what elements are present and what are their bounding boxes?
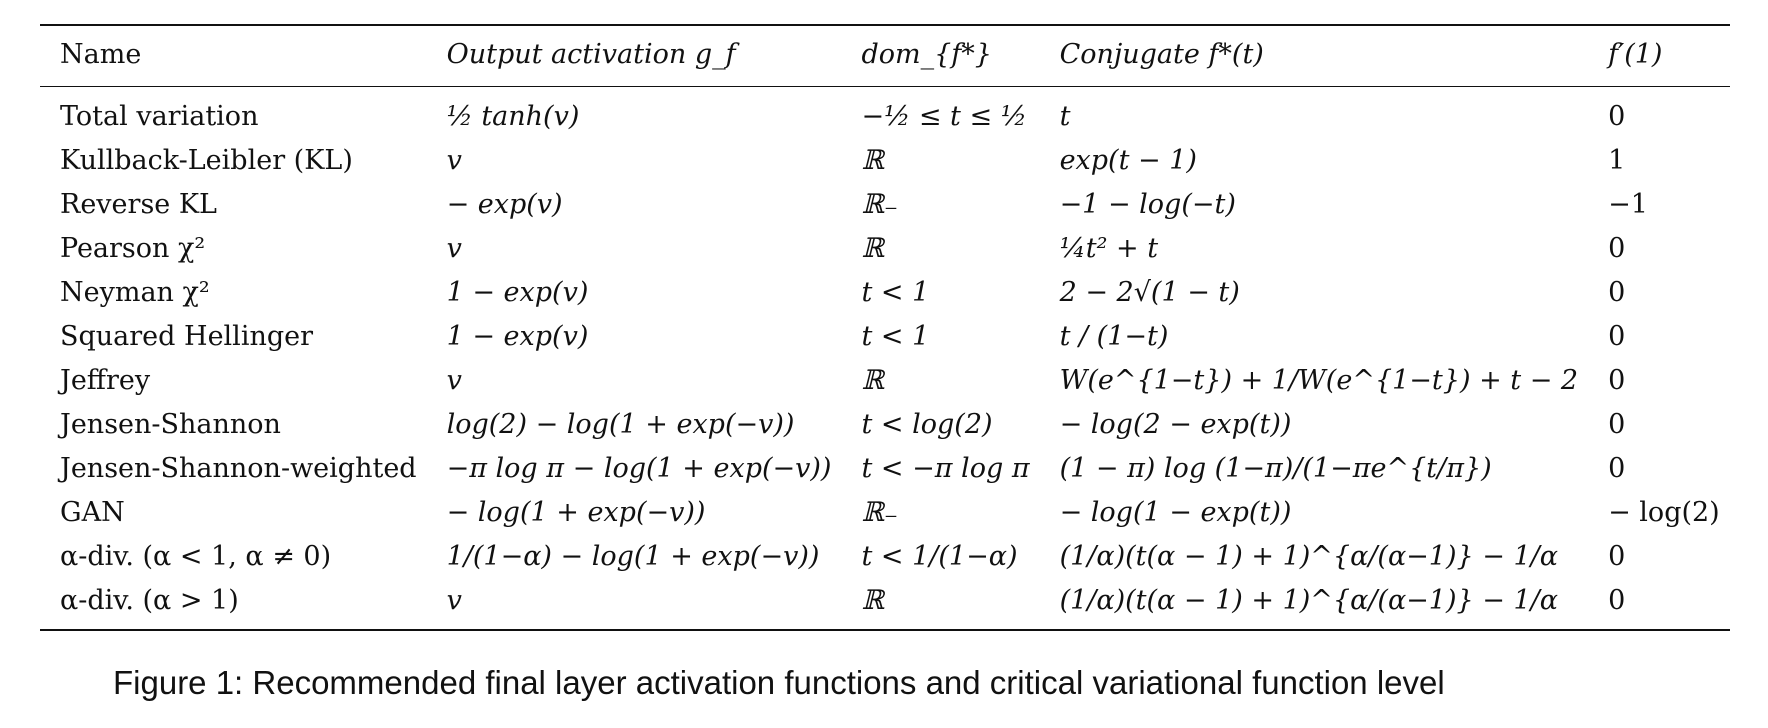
cell-conjugate: (1/α)(t(α − 1) + 1)^{α/(α−1)} − 1/α [1059,584,1558,616]
cell-conjugate: (1/α)(t(α − 1) + 1)^{α/(α−1)} − 1/α [1059,540,1558,572]
cell-name: Neyman χ² [60,276,210,308]
table-row: Jensen-Shannon log(2) − log(1 + exp(−v))… [40,403,1730,447]
cell-conjugate: ¼t² + t [1059,232,1159,264]
cell-activation: 1/(1−α) − log(1 + exp(−v)) [446,540,820,572]
cell-domain: t < 1/(1−α) [861,540,1018,572]
cell-conjugate: (1 − π) log (1−π)/(1−πe^{t/π}) [1059,452,1492,484]
cell-name: Jensen-Shannon [60,408,281,440]
table-row: α-div. (α < 1, α ≠ 0) 1/(1−α) − log(1 + … [40,535,1730,579]
cell-derivative: − log(2) [1608,496,1720,528]
header-domain: dom_{f*} [861,39,992,70]
cell-conjugate: − log(1 − exp(t)) [1059,496,1292,528]
cell-activation: v [446,584,462,616]
cell-activation: log(2) − log(1 + exp(−v)) [446,408,795,440]
header-name: Name [60,39,142,70]
header-derivative: f′(1) [1608,39,1663,70]
cell-activation: −π log π − log(1 + exp(−v)) [446,452,832,484]
cell-conjugate: − log(2 − exp(t)) [1059,408,1292,440]
cell-domain: −½ ≤ t ≤ ½ [861,100,1027,132]
cell-derivative: 0 [1608,276,1626,308]
cell-conjugate: −1 − log(−t) [1059,188,1236,220]
cell-conjugate: t [1059,100,1071,132]
table-row: Total variation ½ tanh(v) −½ ≤ t ≤ ½ t 0 [40,86,1730,139]
cell-derivative: 0 [1608,232,1626,264]
cell-derivative: 0 [1608,452,1626,484]
cell-derivative: −1 [1608,188,1648,220]
cell-domain: ℝ [861,144,884,176]
table-row: Neyman χ² 1 − exp(v) t < 1 2 − 2√(1 − t)… [40,271,1730,315]
cell-domain: t < 1 [861,276,930,308]
cell-name: Jensen-Shannon-weighted [60,452,417,484]
divergence-table: Name Output activation g_f dom_{f*} Conj… [40,24,1730,631]
cell-derivative: 0 [1608,364,1626,396]
header-output-activation: Output activation g_f [446,39,736,70]
cell-name: α-div. (α > 1) [60,584,239,616]
cell-conjugate: W(e^{1−t}) + 1/W(e^{1−t}) + t − 2 [1059,364,1579,396]
cell-activation: v [446,232,462,264]
cell-derivative: 0 [1608,584,1626,616]
cell-name: Total variation [60,100,259,132]
cell-domain: ℝ [861,584,884,616]
table-row: Jensen-Shannon-weighted −π log π − log(1… [40,447,1730,491]
table-row: GAN − log(1 + exp(−v)) ℝ₋ − log(1 − exp(… [40,491,1730,535]
cell-derivative: 0 [1608,408,1626,440]
cell-activation: 1 − exp(v) [446,320,589,352]
table-header: Name Output activation g_f dom_{f*} Conj… [40,25,1730,87]
table-row: Pearson χ² v ℝ ¼t² + t 0 [40,227,1730,271]
table-row: Reverse KL − exp(v) ℝ₋ −1 − log(−t) −1 [40,183,1730,227]
table-row: Squared Hellinger 1 − exp(v) t < 1 t / (… [40,315,1730,359]
cell-activation: ½ tanh(v) [446,100,580,132]
header-row: Name Output activation g_f dom_{f*} Conj… [40,25,1730,87]
cell-domain: ℝ₋ [861,188,899,220]
cell-activation: v [446,144,462,176]
cell-derivative: 0 [1608,100,1626,132]
cell-domain: t < log(2) [861,408,993,440]
cell-domain: ℝ₋ [861,496,899,528]
cell-name: Squared Hellinger [60,320,314,352]
table-body: Total variation ½ tanh(v) −½ ≤ t ≤ ½ t 0… [40,86,1730,630]
cell-domain: ℝ [861,364,884,396]
cell-conjugate: 2 − 2√(1 − t) [1059,276,1240,308]
cell-activation: v [446,364,462,396]
cell-derivative: 0 [1608,540,1626,572]
cell-name: GAN [60,496,125,528]
cell-name: α-div. (α < 1, α ≠ 0) [60,540,332,572]
cell-activation: − log(1 + exp(−v)) [446,496,706,528]
header-conjugate: Conjugate f*(t) [1059,39,1264,70]
cell-derivative: 0 [1608,320,1626,352]
cell-activation: 1 − exp(v) [446,276,589,308]
cell-name: Pearson χ² [60,232,206,264]
cell-domain: t < 1 [861,320,930,352]
table-row: Kullback-Leibler (KL) v ℝ exp(t − 1) 1 [40,139,1730,183]
cell-conjugate: t / (1−t) [1059,320,1169,352]
cell-name: Reverse KL [60,188,217,220]
divergence-table-container: Name Output activation g_f dom_{f*} Conj… [40,24,1730,631]
table-row: Jeffrey v ℝ W(e^{1−t}) + 1/W(e^{1−t}) + … [40,359,1730,403]
cell-conjugate: exp(t − 1) [1059,144,1197,176]
cell-activation: − exp(v) [446,188,563,220]
cell-name: Jeffrey [60,364,151,396]
cell-domain: ℝ [861,232,884,264]
figure-caption: Figure 1: Recommended final layer activa… [113,664,1445,701]
cell-domain: t < −π log π [861,452,1030,484]
cell-derivative: 1 [1608,144,1626,176]
cell-name: Kullback-Leibler (KL) [60,144,353,176]
table-row: α-div. (α > 1) v ℝ (1/α)(t(α − 1) + 1)^{… [40,579,1730,630]
